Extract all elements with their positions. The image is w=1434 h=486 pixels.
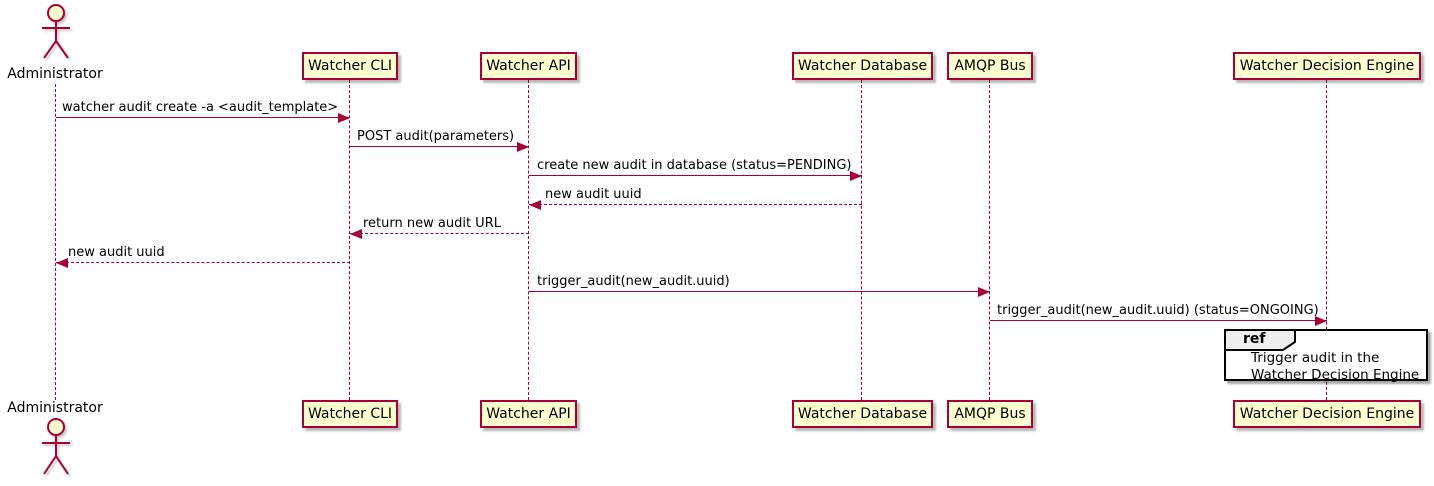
participant-watcher-database-top: Watcher Database bbox=[792, 52, 933, 80]
message-line bbox=[529, 204, 862, 205]
ref-fragment: ref Trigger audit in the Watcher Decisio… bbox=[1224, 329, 1428, 384]
arrowhead-icon bbox=[517, 142, 529, 152]
arrowhead-icon bbox=[350, 229, 362, 239]
participant-watcher-cli-bottom: Watcher CLI bbox=[302, 400, 398, 428]
lifeline-amqp-bus bbox=[989, 80, 990, 400]
participant-amqp-bus-bottom: AMQP Bus bbox=[947, 400, 1033, 428]
arrowhead-icon bbox=[978, 287, 990, 297]
message-line bbox=[350, 233, 529, 234]
arrowhead-icon bbox=[56, 258, 68, 268]
arrowhead-icon bbox=[529, 200, 541, 210]
ref-text: Trigger audit in the Watcher Decision En… bbox=[1251, 350, 1419, 384]
actor-icon bbox=[36, 416, 76, 484]
message-line bbox=[990, 320, 1327, 321]
lifeline-watcher-api bbox=[528, 80, 529, 400]
participant-watcher-decision-engine-bottom: Watcher Decision Engine bbox=[1233, 400, 1421, 428]
message-line bbox=[350, 146, 529, 147]
lifeline-watcher-database bbox=[861, 80, 862, 400]
arrowhead-icon bbox=[1315, 316, 1327, 326]
arrowhead-icon bbox=[850, 171, 862, 181]
message-label: new audit uuid bbox=[545, 187, 642, 202]
message-line bbox=[56, 117, 350, 118]
lifeline-watcher-cli bbox=[349, 80, 350, 400]
message-label: new audit uuid bbox=[68, 245, 165, 260]
lifeline-administrator bbox=[55, 84, 56, 400]
message-label: create new audit in database (status=PEN… bbox=[537, 158, 852, 173]
participant-amqp-bus-top: AMQP Bus bbox=[947, 52, 1033, 80]
participant-watcher-cli-top: Watcher CLI bbox=[302, 52, 398, 80]
participant-watcher-database-bottom: Watcher Database bbox=[792, 400, 933, 428]
message-line bbox=[529, 291, 990, 292]
participant-administrator-top: Administrator bbox=[7, 66, 103, 82]
participant-watcher-api-bottom: Watcher API bbox=[480, 400, 577, 428]
message-label: trigger_audit(new_audit.uuid) bbox=[537, 274, 730, 289]
message-line bbox=[56, 262, 350, 263]
ref-tab-icon bbox=[1224, 329, 1296, 351]
message-label: watcher audit create -a <audit_template> bbox=[62, 100, 339, 115]
message-label: trigger_audit(new_audit.uuid) (status=ON… bbox=[997, 303, 1319, 318]
lifeline-watcher-decision-engine bbox=[1326, 80, 1327, 400]
ref-text-line1: Trigger audit in the bbox=[1251, 350, 1380, 366]
message-line bbox=[529, 175, 862, 176]
ref-keyword: ref bbox=[1243, 331, 1266, 347]
message-label: return new audit URL bbox=[363, 216, 501, 231]
arrowhead-icon bbox=[338, 113, 350, 123]
actor-icon bbox=[36, 3, 76, 67]
ref-text-line2: Watcher Decision Engine bbox=[1251, 367, 1420, 383]
participant-administrator-bottom: Administrator bbox=[7, 400, 103, 416]
participant-watcher-api-top: Watcher API bbox=[480, 52, 577, 80]
participant-watcher-decision-engine-top: Watcher Decision Engine bbox=[1233, 52, 1421, 80]
message-label: POST audit(parameters) bbox=[357, 129, 515, 144]
